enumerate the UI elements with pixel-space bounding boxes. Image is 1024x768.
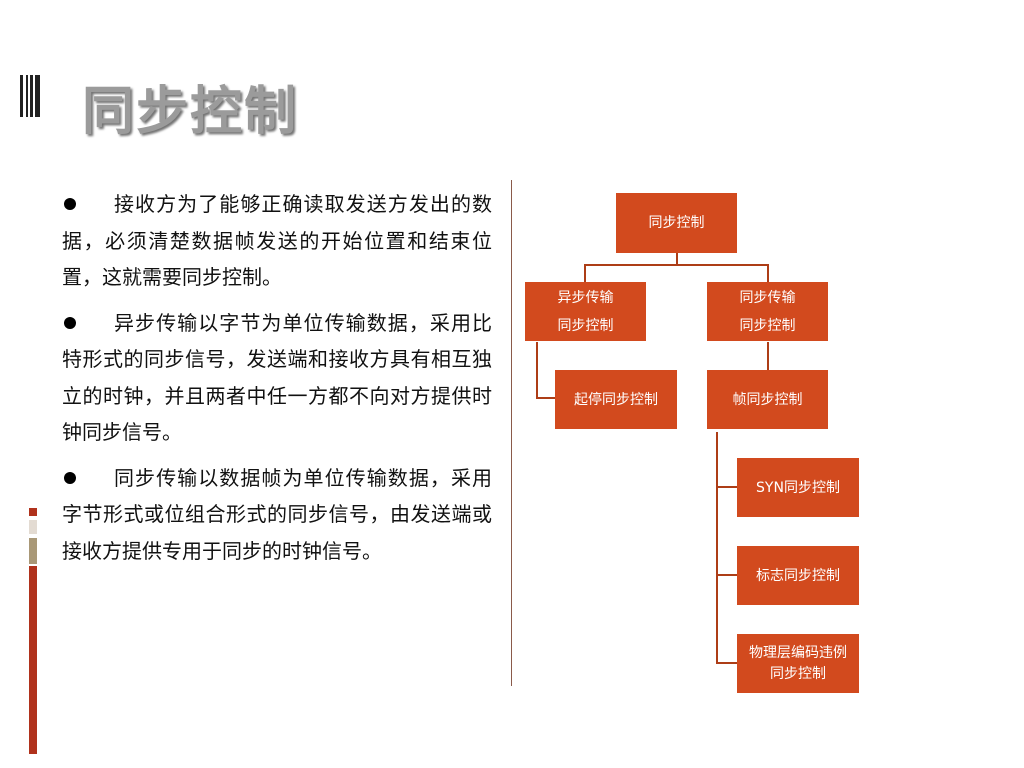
physical-coding-node-label-line1: 物理层编码违例 [749, 644, 847, 661]
root-node-label: 同步控制 [648, 215, 705, 231]
start-stop-node-label: 起停同步控制 [574, 391, 658, 408]
start-stop-node: 起停同步控制 [555, 370, 677, 429]
physical-coding-sync-node: 物理层编码违例 同步控制 [737, 634, 859, 693]
bullet-dot-icon [64, 198, 76, 210]
physical-coding-node-label-line2: 同步控制 [770, 665, 826, 682]
logo-bars-icon [20, 75, 42, 117]
bullet-list: 接收方为了能够正确读取发送方发出的数据，必须清楚数据帧发送的开始位置和结束位置，… [62, 186, 492, 578]
side-decoration-bar [29, 538, 37, 564]
connector-line [767, 342, 769, 370]
bullet-dot-icon [64, 471, 76, 484]
slide-title: 同步控制 [82, 82, 299, 142]
connector-line [716, 486, 738, 488]
flag-sync-node: 标志同步控制 [737, 546, 859, 605]
frame-sync-node: 帧同步控制 [707, 370, 828, 429]
sync-node-label-line1: 同步传输 [739, 289, 796, 306]
bullet-item: 异步传输以字节为单位传输数据，采用比特形式的同步信号，发送端和接收方具有相互独立… [62, 305, 492, 451]
connector-line [676, 253, 678, 265]
connector-line [536, 342, 538, 398]
flag-sync-node-label: 标志同步控制 [756, 567, 840, 584]
side-decoration-bar [29, 520, 37, 534]
bullet-item: 同步传输以数据帧为单位传输数据，采用字节形式或位组合形式的同步信号，由发送端或接… [62, 460, 492, 570]
bullet-item: 接收方为了能够正确读取发送方发出的数据，必须清楚数据帧发送的开始位置和结束位置，… [62, 186, 492, 296]
async-node-label-line1: 异步传输 [557, 289, 614, 306]
connector-line [716, 432, 718, 664]
sync-node-label-line2: 同步控制 [739, 317, 796, 334]
root-node: 同步控制 [616, 193, 737, 253]
syn-sync-node-label: SYN同步控制 [756, 479, 840, 496]
connector-line [584, 264, 586, 282]
vertical-divider [511, 180, 512, 686]
syn-sync-node: SYN同步控制 [737, 458, 859, 517]
bullet-dot-icon [64, 316, 76, 329]
bullet-text: 异步传输以字节为单位传输数据，采用比特形式的同步信号，发送端和接收方具有相互独立… [62, 310, 492, 445]
bullet-text: 同步传输以数据帧为单位传输数据，采用字节形式或位组合形式的同步信号，由发送端或接… [62, 465, 492, 563]
connector-line [536, 397, 556, 399]
side-decoration-bar [29, 566, 37, 754]
sync-node: 同步传输 同步控制 [707, 282, 828, 341]
async-node: 异步传输 同步控制 [525, 282, 646, 341]
connector-line [584, 264, 769, 266]
bullet-text: 接收方为了能够正确读取发送方发出的数据，必须清楚数据帧发送的开始位置和结束位置，… [62, 192, 492, 289]
frame-sync-node-label: 帧同步控制 [732, 391, 803, 408]
connector-line [716, 662, 738, 664]
connector-line [716, 574, 738, 576]
connector-line [767, 264, 769, 282]
side-decoration-bar [29, 508, 37, 516]
async-node-label-line2: 同步控制 [557, 317, 614, 334]
